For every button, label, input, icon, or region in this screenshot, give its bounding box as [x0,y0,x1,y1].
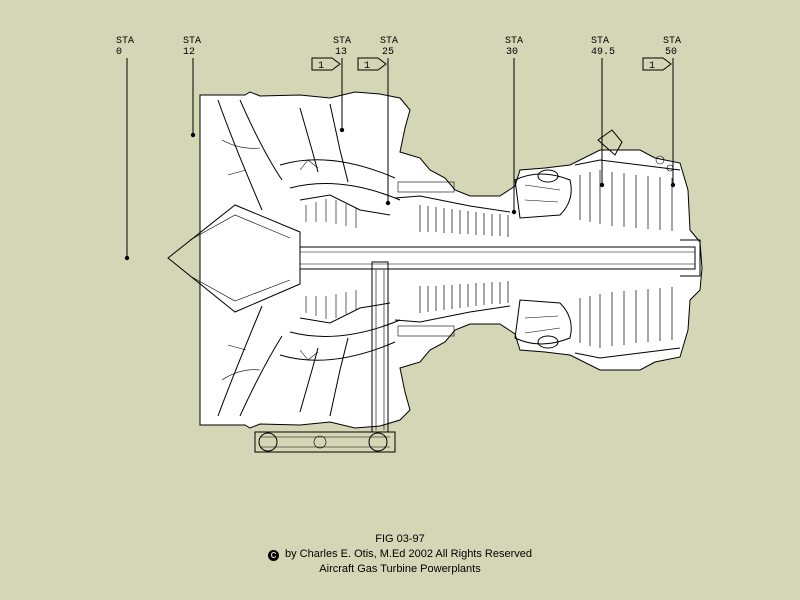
engine-outline [199,91,703,429]
sta-25-label: STA [380,36,398,47]
low-pressure-compressor [299,194,391,324]
sta-13-number: 13 [335,47,347,58]
svg-text:1: 1 [318,61,324,72]
svg-text:1: 1 [364,61,370,72]
sta-50-dot [670,182,676,188]
sta-50-ref-flag: 1 [642,57,672,72]
copyright-icon: C [268,550,279,561]
sta-30-label: STA [505,36,523,47]
sta-49-5-dot [599,182,605,188]
sta-25-dot [385,200,391,206]
combustor [514,169,572,349]
figure-number: FIG 03-97 [375,533,425,545]
svg-text:1: 1 [649,61,655,72]
sta-0-dot [124,255,130,261]
sta-30-dot [511,209,517,215]
copyright-text: by Charles E. Otis, M.Ed 2002 All Rights… [285,548,532,560]
high-pressure-compressor [394,181,511,337]
turbine-section [574,129,681,359]
sta-49-5-number: 49.5 [591,47,615,58]
sta-0-number: 0 [116,47,122,58]
sta-13-dot [339,127,345,133]
sta-49-5-label: STA [591,36,609,47]
sta-12-label: STA [183,36,201,47]
engine-drawing [167,91,703,453]
station-labels: STA 0 STA 12 STA 13 STA 25 STA 30 STA 49… [116,36,681,58]
sta-13-label: STA [333,36,351,47]
reference-flags: 1 1 1 [311,57,672,72]
sta-50-label: STA [663,36,681,47]
book-title: Aircraft Gas Turbine Powerplants [319,563,481,575]
sta-13-ref-flag: 1 [311,57,341,72]
sta-50-number: 50 [665,47,677,58]
main-shaft [299,239,701,277]
fan-blades [217,99,283,417]
station-lines [124,58,676,261]
sta-30-number: 30 [506,47,518,58]
sta-25-ref-flag: 1 [357,57,387,72]
fan-exit-guide-vanes [279,103,401,417]
sta-0-label: STA [116,36,134,47]
sta-25-number: 25 [382,47,394,58]
sta-12-dot [190,132,196,138]
accessory-gearbox [254,261,396,453]
sta-12-number: 12 [183,47,195,58]
